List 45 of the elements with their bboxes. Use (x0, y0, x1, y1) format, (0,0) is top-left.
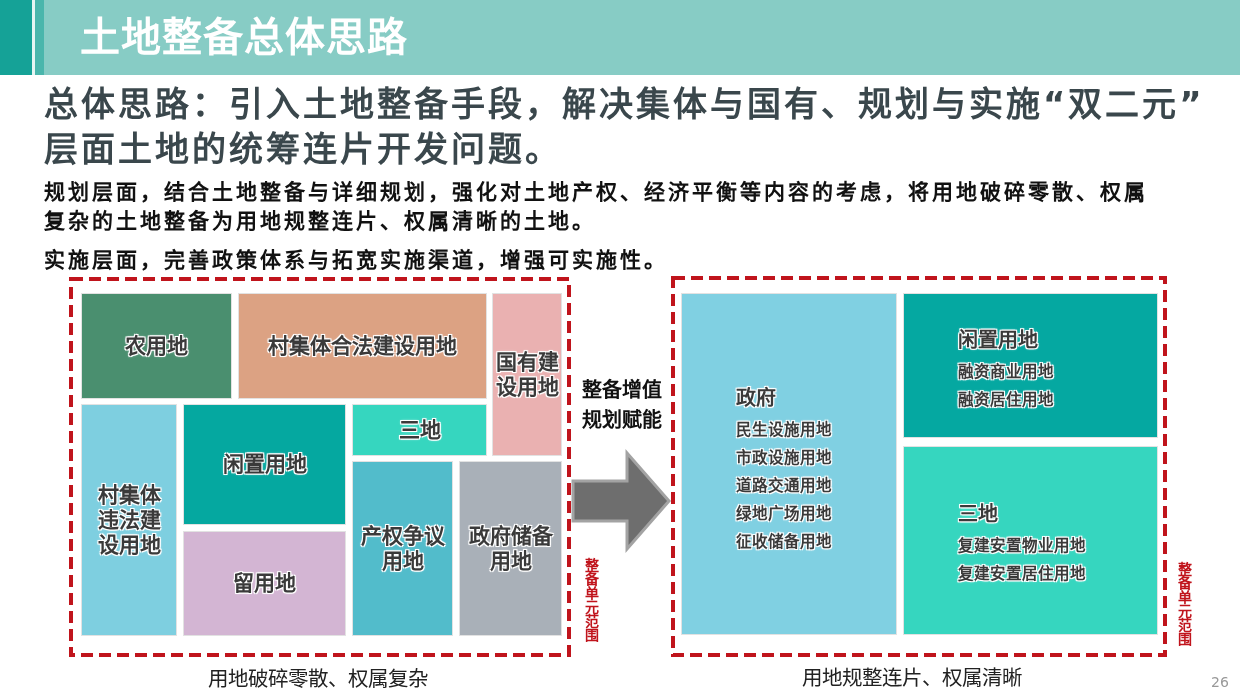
block-heading: 闲置用地 (958, 327, 1038, 353)
frame-label: 用地破碎零散、权属复杂 (208, 666, 428, 693)
parcel-block (459, 461, 562, 636)
parcel-block (352, 404, 487, 456)
list-item: 复建安置物业用地 (958, 535, 1086, 557)
dashed-frame (671, 276, 1167, 657)
parcel-block (183, 531, 346, 636)
block-label: 国有建设用地 (494, 349, 560, 400)
block-label: 政府储备用地 (467, 523, 554, 574)
parcel-block (903, 446, 1158, 635)
parcel-block (492, 293, 562, 456)
block-heading: 三地 (958, 501, 998, 527)
block-heading: 政府 (736, 385, 776, 411)
list-item: 融资居住用地 (958, 389, 1054, 411)
list-item: 道路交通用地 (736, 475, 832, 497)
list-item: 征收储备用地 (736, 531, 832, 553)
dashed-frame (69, 277, 571, 657)
block-label: 三地 (398, 417, 441, 443)
block-arrow (571, 449, 671, 553)
subtitle: 总体思路：引入土地整备手段，解决集体与国有、规划与实施“双二元”层面土地的统筹连片开发问题。 (44, 83, 1206, 171)
parcel-block (183, 404, 346, 525)
frame-label: 用地规整连片、权属清晰 (802, 665, 1022, 692)
list-item: 融资商业用地 (958, 361, 1054, 383)
parcel-block (681, 293, 897, 635)
range-label: 整备单元范围 (1177, 562, 1191, 646)
block-label: 农用地 (125, 333, 188, 359)
block-label: 产权争议用地 (359, 523, 446, 574)
block-label: 留用地 (233, 571, 296, 596)
block-label: 村集体违法建设用地 (96, 482, 162, 558)
page-number: 26 (1211, 673, 1229, 691)
paragraph: 规划层面，结合土地整备与详细规划，强化对土地产权、经济平衡等内容的考虑，将用地破碎零散、权属复杂的土地整备为用地规整连片、权属清晰的土地。 (44, 179, 1149, 235)
parcel-block (238, 293, 487, 399)
parcel-block (81, 293, 232, 399)
block-label: 村集体合法建设用地 (268, 333, 457, 359)
parcel-block (352, 461, 453, 636)
parcel-block (903, 293, 1158, 438)
list-item: 民生设施用地 (736, 419, 832, 441)
range-label: 整备单元范围 (584, 558, 598, 642)
list-item: 市政设施用地 (736, 447, 832, 469)
list-item: 绿地广场用地 (736, 503, 832, 525)
paragraph: 实施层面，完善政策体系与拓宽实施渠道，增强可实施性。 (44, 247, 668, 274)
page-title: 土地整备总体思路 (80, 13, 408, 62)
block-label: 闲置用地 (222, 452, 307, 477)
parcel-block (81, 404, 177, 636)
list-item: 复建安置居住用地 (958, 563, 1086, 585)
